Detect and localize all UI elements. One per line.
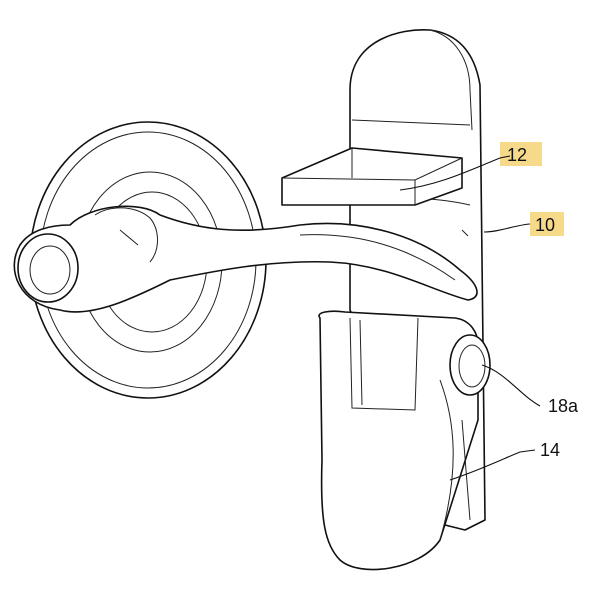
latch-body (318, 310, 479, 571)
leader-12 (399, 155, 511, 191)
label-highlight-10 (530, 212, 564, 236)
lever-handle (13, 205, 478, 313)
shelf-tab (281, 147, 463, 206)
ref-label-12: 12 (507, 145, 527, 165)
ref-label-14: 14 (540, 440, 560, 460)
leader-18a (481, 364, 541, 407)
ref-label-18a: 18a (548, 396, 579, 416)
pivot-pin (449, 334, 491, 396)
ref-label-10: 10 (535, 215, 555, 235)
label-highlight-12 (500, 142, 542, 166)
leader-10 (483, 223, 531, 233)
leader-14 (449, 449, 536, 481)
